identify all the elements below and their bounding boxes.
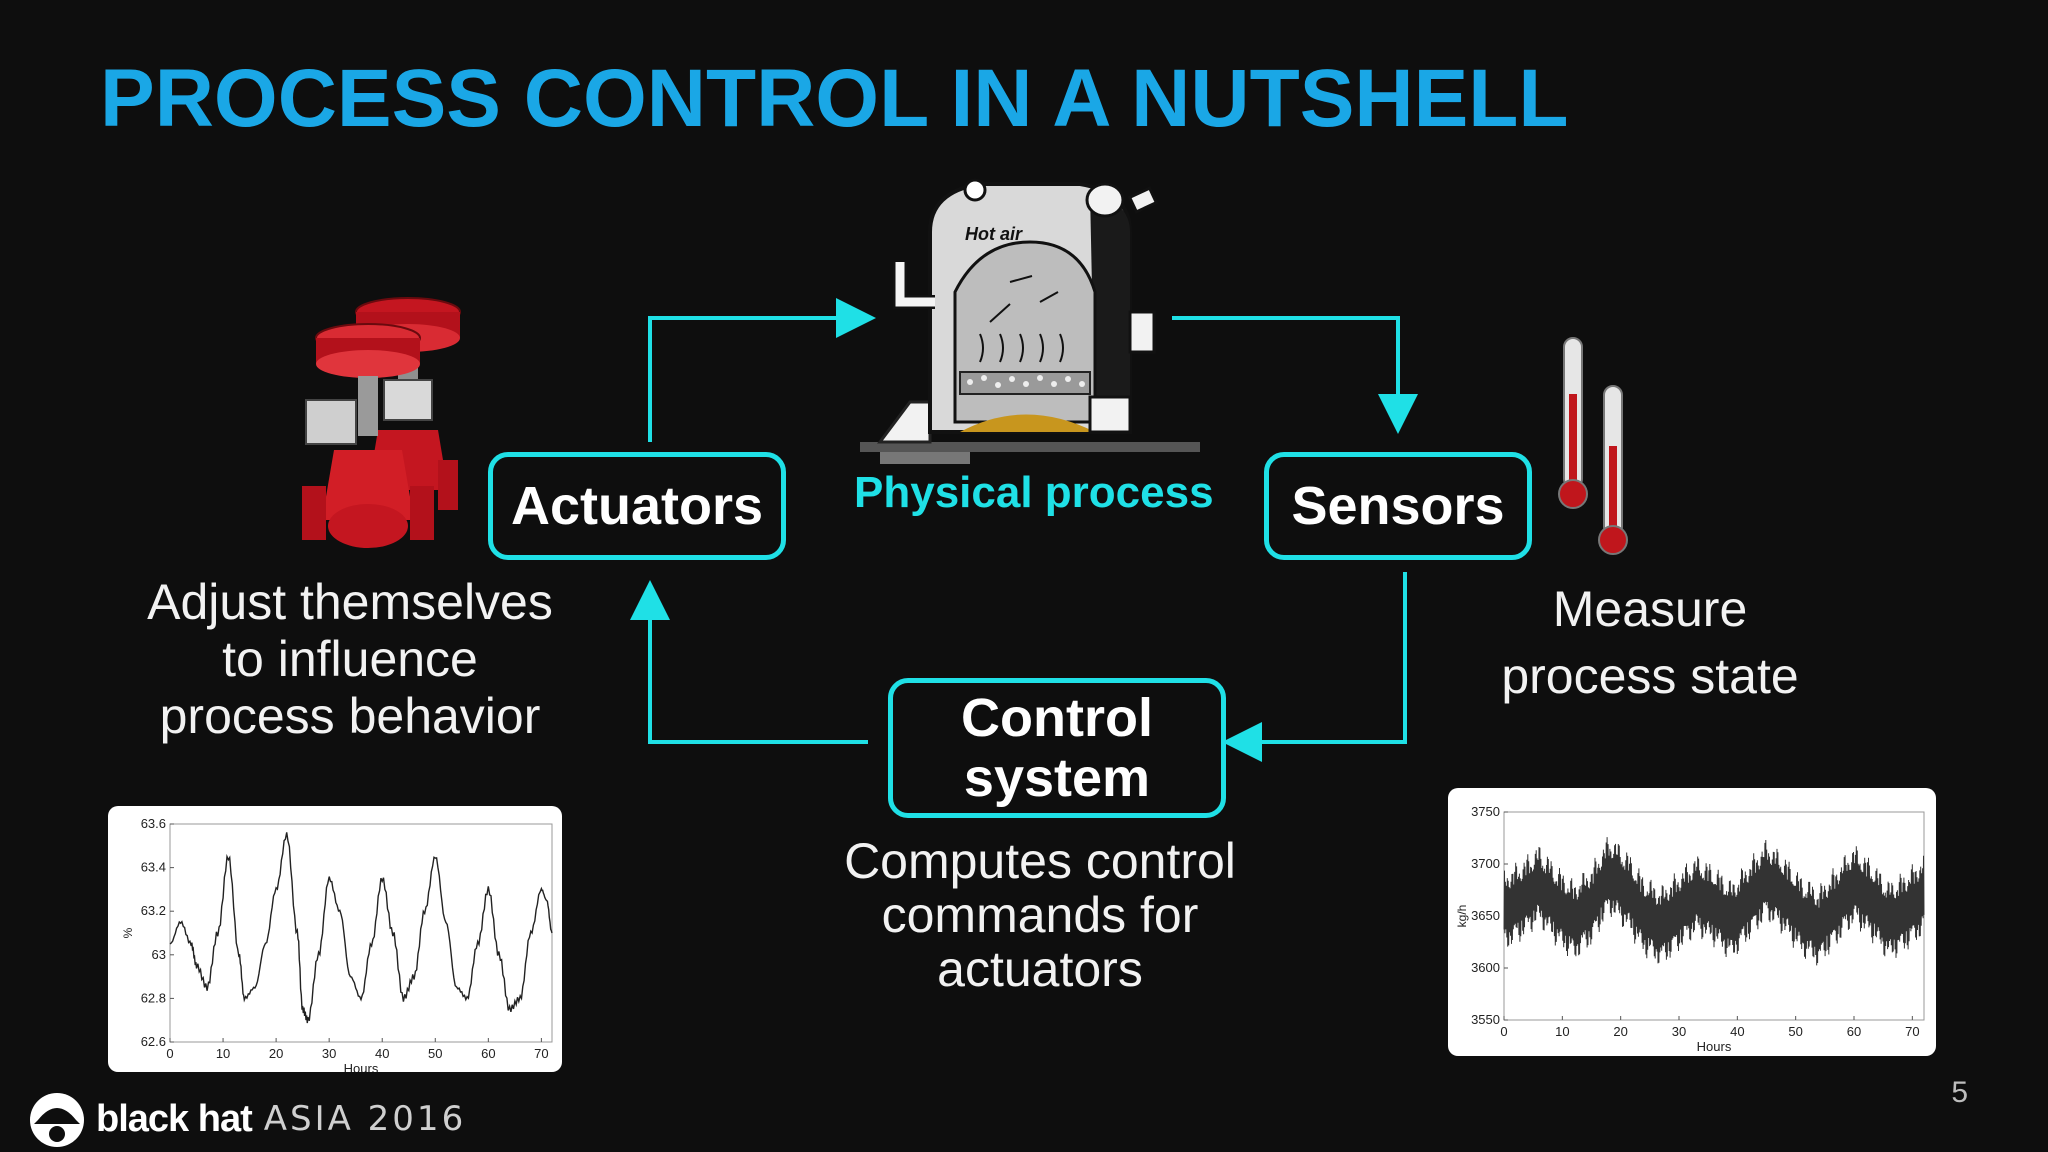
y-tick-label: 63.6 bbox=[141, 816, 166, 831]
thermometer-icon bbox=[1598, 385, 1628, 555]
y-tick-label: 3550 bbox=[1471, 1012, 1500, 1027]
actuators-caption: Adjust themselves to influence process b… bbox=[110, 574, 590, 745]
thermometer-icon bbox=[1558, 337, 1588, 509]
furnace-illustration: Hot air bbox=[860, 178, 1200, 464]
x-tick-label: 70 bbox=[534, 1046, 548, 1061]
footer-brand: black hat bbox=[96, 1097, 253, 1140]
series-line bbox=[169, 832, 553, 1024]
actuators-box: Actuators bbox=[488, 452, 786, 560]
y-tick-label: 63.2 bbox=[141, 903, 166, 918]
control-system-box: Control system bbox=[888, 678, 1226, 818]
y-tick-label: 63.4 bbox=[141, 860, 166, 875]
actuators-caption-line: process behavior bbox=[159, 688, 541, 744]
x-tick-label: 10 bbox=[216, 1046, 230, 1061]
x-axis-label: Hours bbox=[1697, 1039, 1732, 1054]
control-label-line2: system bbox=[963, 748, 1151, 808]
sensors-caption-line: Measure bbox=[1552, 581, 1748, 637]
control-caption-line: commands for bbox=[881, 887, 1199, 943]
y-axis-label: kg/h bbox=[1455, 905, 1469, 928]
x-tick-label: 20 bbox=[269, 1046, 283, 1061]
slide-number: 5 bbox=[1951, 1076, 1968, 1109]
x-tick-label: 60 bbox=[481, 1046, 495, 1061]
y-axis-label: % bbox=[121, 927, 135, 938]
control-caption: Computes control commands for actuators bbox=[800, 834, 1280, 996]
y-tick-label: 63 bbox=[152, 947, 166, 962]
black-hat-logo-icon bbox=[30, 1093, 84, 1147]
x-tick-label: 40 bbox=[375, 1046, 389, 1061]
physical-process-label: Physical process bbox=[854, 468, 1214, 517]
arrow-sensors-to-control bbox=[1222, 572, 1407, 762]
slide-title: PROCESS CONTROL IN A NUTSHELL bbox=[100, 53, 1569, 144]
arrow-control-to-actuators bbox=[630, 580, 868, 744]
x-tick-label: 0 bbox=[1500, 1024, 1507, 1039]
series-line bbox=[1503, 837, 1925, 966]
x-tick-label: 60 bbox=[1847, 1024, 1861, 1039]
x-tick-label: 30 bbox=[322, 1046, 336, 1061]
sensors-box: Sensors bbox=[1264, 452, 1532, 560]
valves-illustration bbox=[302, 297, 461, 548]
control-label-line1: Control bbox=[961, 687, 1153, 748]
actuators-label: Actuators bbox=[510, 475, 764, 536]
thermometers-illustration bbox=[1558, 337, 1628, 555]
x-tick-label: 0 bbox=[166, 1046, 173, 1061]
arrow-actuators-to-process bbox=[648, 298, 876, 442]
x-tick-label: 40 bbox=[1730, 1024, 1744, 1039]
x-tick-label: 50 bbox=[1788, 1024, 1802, 1039]
x-tick-label: 10 bbox=[1555, 1024, 1569, 1039]
sensor-signal-chart: 3550 3600 3650 3700 3750 0 10 20 30 40 50 60 70Hours… bbox=[1455, 804, 1925, 1054]
control-caption-line: Computes control bbox=[844, 833, 1236, 889]
control-caption-line: actuators bbox=[937, 941, 1143, 997]
y-tick-label: 62.8 bbox=[141, 990, 166, 1005]
y-tick-label: 3750 bbox=[1471, 804, 1500, 819]
hot-air-label: Hot air bbox=[965, 224, 1023, 244]
x-axis-label: Hours bbox=[344, 1061, 379, 1072]
sensors-caption-line: process state bbox=[1501, 648, 1799, 704]
actuators-caption-line: to influence bbox=[222, 631, 478, 687]
sensors-caption: Measure process state bbox=[1450, 576, 1850, 710]
x-tick-label: 50 bbox=[428, 1046, 442, 1061]
y-tick-label: 62.6 bbox=[141, 1034, 166, 1049]
x-tick-label: 20 bbox=[1613, 1024, 1627, 1039]
arrow-process-to-sensors bbox=[1172, 316, 1418, 434]
sensors-label: Sensors bbox=[1291, 475, 1505, 536]
y-tick-label: 3700 bbox=[1471, 856, 1500, 871]
y-tick-label: 3600 bbox=[1471, 960, 1500, 975]
actuator-signal-chart: 62.6 62.8 63 63.2 63.4 63.6 0 10 20 30 40 50 60 70Hou… bbox=[121, 816, 553, 1072]
footer-logo: black hat ASIA 2016 bbox=[24, 1090, 466, 1148]
actuators-caption-line: Adjust themselves bbox=[147, 574, 553, 630]
x-tick-label: 70 bbox=[1905, 1024, 1919, 1039]
footer-event: ASIA 2016 bbox=[263, 1099, 467, 1139]
x-tick-label: 30 bbox=[1672, 1024, 1686, 1039]
y-tick-label: 3650 bbox=[1471, 908, 1500, 923]
